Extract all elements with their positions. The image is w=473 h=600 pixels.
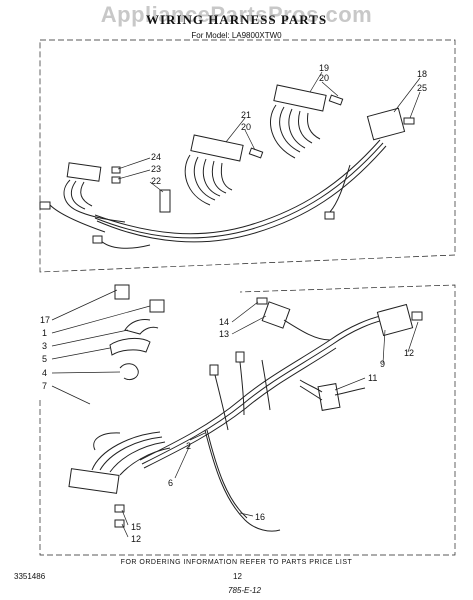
callout-17: 17: [40, 315, 50, 325]
lower-leaders: [51, 289, 419, 538]
document-number: 3351486: [14, 572, 46, 581]
callout-5: 5: [42, 354, 47, 364]
callout-23: 23: [151, 164, 161, 174]
callout-16: 16: [255, 512, 265, 522]
callout-21: 21: [241, 110, 251, 120]
lower-panel-border: [39, 284, 456, 556]
diagram-title: WIRING HARNESS PARTS: [145, 12, 328, 27]
callout-11: 11: [368, 373, 377, 383]
part-17: [114, 284, 130, 300]
part-4: [119, 363, 139, 381]
ordering-note: FOR ORDERING INFORMATION REFER TO PARTS …: [120, 559, 353, 566]
callout-22: 22: [151, 176, 161, 186]
part-3: [124, 319, 159, 335]
callout-20b: 20: [241, 122, 251, 132]
callout-18: 18: [417, 69, 427, 79]
upper-harness: [39, 84, 415, 249]
lower-harness: [68, 284, 423, 532]
callout-19: 19: [319, 63, 329, 73]
watermark: AppliancePartsPros.com: [100, 2, 373, 27]
callout-3: 3: [42, 341, 47, 351]
callout-14: 14: [219, 317, 229, 327]
callout-1: 1: [42, 328, 47, 338]
handwritten-note: 785-E-12: [228, 586, 261, 595]
callout-25: 25: [417, 83, 427, 93]
callout-20a: 20: [319, 73, 329, 83]
model-subtitle: For Model: LA9800XTW0: [191, 31, 282, 40]
upper-leaders: [117, 71, 421, 193]
callout-9: 9: [380, 359, 385, 369]
callout-6: 6: [168, 478, 173, 488]
callout-12a: 12: [404, 348, 414, 358]
part-1: [149, 299, 165, 313]
part-5: [109, 337, 151, 356]
callout-24: 24: [151, 152, 161, 162]
upper-panel-border: [39, 39, 456, 273]
callout-2: 2: [186, 441, 191, 451]
callout-7: 7: [42, 381, 47, 391]
callout-15: 15: [131, 522, 141, 532]
callout-12b: 12: [131, 534, 141, 544]
page-number: 12: [233, 572, 242, 581]
callout-13: 13: [219, 329, 229, 339]
callout-4: 4: [42, 368, 47, 378]
